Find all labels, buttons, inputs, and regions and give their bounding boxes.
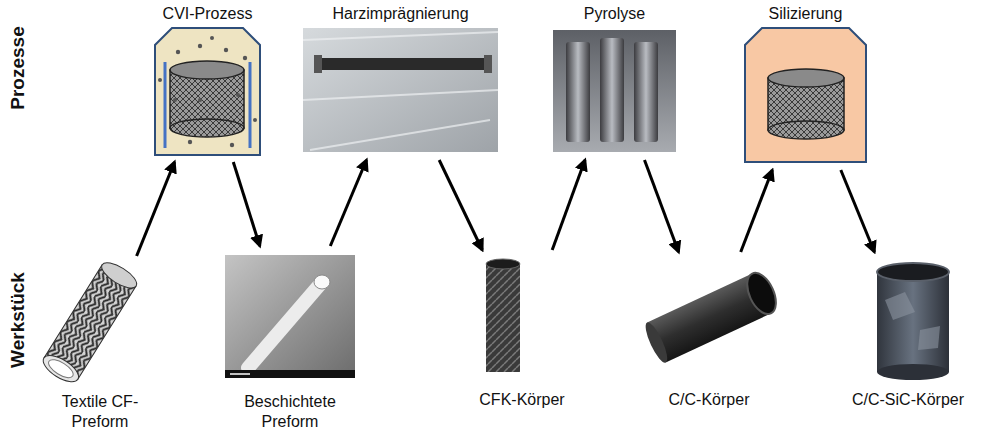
flow-arrow — [439, 160, 482, 250]
flow-arrow — [137, 162, 175, 256]
process-title: Pyrolyse — [582, 4, 647, 24]
workpiece-caption: C/C-Körper — [667, 390, 752, 410]
workpiece: C/C-SiC-Körper — [843, 258, 973, 410]
workpiece-caption: Beschichtete Preform — [217, 392, 363, 432]
workpiece-caption: C/C-SiC-Körper — [850, 390, 966, 410]
flow-arrow — [645, 160, 679, 252]
process-title: Silizierung — [767, 4, 845, 24]
workpiece: CFK-Körper — [462, 256, 582, 410]
process-title: Harzimprägnierung — [330, 4, 470, 24]
workpiece-caption: CFK-Körper — [477, 390, 566, 410]
row-label: Prozesse — [7, 26, 29, 109]
workpiece: Beschichtete Preform — [217, 252, 363, 432]
workpiece: C/C-Körper — [645, 258, 773, 410]
workpiece: Textile CF-Preform — [37, 262, 163, 432]
process-title: CVI-Prozess — [161, 4, 255, 24]
flow-arrow — [552, 160, 585, 250]
flow-arrow — [741, 170, 773, 252]
workpiece-caption: Textile CF-Preform — [37, 392, 163, 432]
flow-arrow — [233, 162, 259, 246]
process-step: Harzimprägnierung — [303, 4, 498, 154]
row-label: Werkstück — [7, 272, 29, 368]
process-step: Silizierung — [745, 4, 866, 164]
flow-arrow — [841, 170, 875, 252]
process-step: Pyrolyse — [553, 4, 676, 154]
flow-arrow — [330, 160, 366, 246]
process-step: CVI-Prozess — [155, 4, 260, 156]
